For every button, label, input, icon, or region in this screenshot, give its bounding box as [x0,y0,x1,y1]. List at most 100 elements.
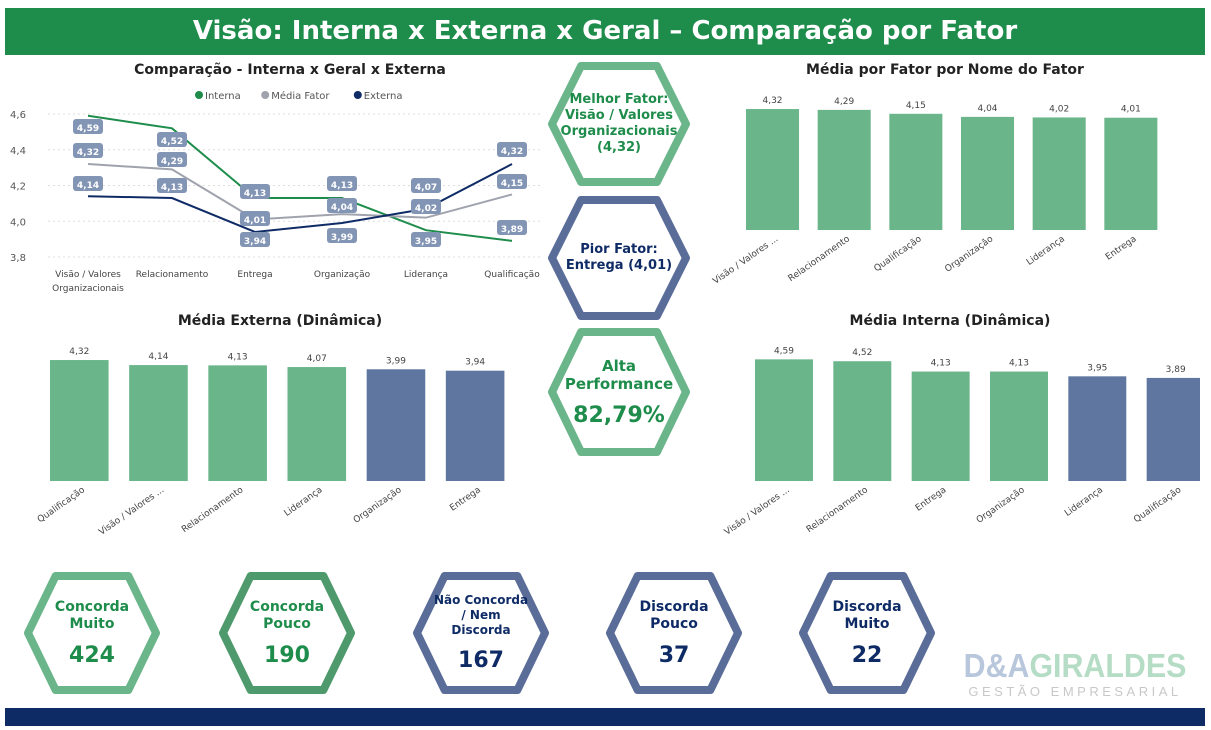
hexagon-label: Pouco [650,615,698,632]
y-tick-label: 4,4 [10,146,26,157]
bar [1032,117,1086,230]
hexagon-label: Discorda [639,598,709,615]
data-label: 4,52 [161,137,183,147]
x-tick-label: Qualificação [872,234,924,274]
bar-value-label: 4,13 [228,352,248,362]
x-tick-label: Entrega [1104,234,1139,262]
hexagon-label: Muito [844,615,890,632]
x-tick-label: Relacionamento [136,270,209,280]
hexagon-frame [799,572,935,694]
bar-value-label: 4,04 [977,104,997,114]
x-tick-label: Entrega [914,485,949,513]
x-tick-label: Organização [352,485,404,526]
hexagon-shape [548,62,690,186]
x-tick-label: Visão / Valores ... [723,485,792,537]
bar-value-label: 3,99 [386,356,406,366]
dashboard-title: Visão: Interna x Externa x Geral – Compa… [5,8,1205,55]
hexagon-frame [606,572,742,694]
data-label: 4,29 [161,157,183,167]
worst-factor-card: Pior Fator:Entrega (4,01) [546,194,692,322]
hexagon-value: 424 [69,642,115,668]
data-label-box [240,232,270,247]
data-label-box [327,228,357,243]
data-label: 3,94 [244,237,266,247]
x-tick-label: Relacionamento [805,485,871,535]
x-tick-label: Organizacionais [52,284,124,294]
data-label: 3,89 [501,225,523,235]
bar-value-label: 4,52 [852,348,872,358]
data-label-box [327,176,357,191]
y-tick-label: 4,2 [10,182,26,193]
bar-value-label: 4,07 [307,354,327,364]
bar-value-label: 4,13 [1009,359,1029,369]
bar [746,109,800,230]
x-tick-label: Liderança [1025,234,1067,268]
hexagon-label: (4,32) [597,140,641,155]
x-tick-label: Liderança [1063,485,1105,519]
hexagon-shape [799,572,935,694]
bar [1068,376,1127,481]
legend-marker [261,91,270,99]
bar-value-label: 3,89 [1166,365,1186,375]
x-tick-label: Qualificação [36,485,88,525]
hexagon-label: Discorda [832,598,902,615]
bar-value-label: 3,94 [465,358,485,368]
series-line-Média Fator [87,163,513,221]
bar [833,361,892,481]
bar-value-label: 4,29 [834,97,854,107]
hexagon-value: 82,79% [573,402,665,428]
data-label-box [157,132,187,147]
hexagon-shape [606,572,742,694]
bar-chart-interna-title: Média Interna (Dinâmica) [849,313,1051,329]
data-label: 4,07 [415,183,437,193]
x-tick-label: Visão / Valores ... [711,234,780,286]
hexagon-shape [548,196,690,320]
hexagon-label: Organizacionais [560,124,678,139]
bar-value-label: 4,01 [1121,105,1141,115]
hexagon-frame [24,572,160,694]
x-tick-label: Liderança [283,485,325,519]
x-tick-label: Qualificação [484,270,540,280]
series-line-Interna [87,114,513,242]
bar [287,367,347,481]
data-label: 4,32 [501,147,523,157]
hexagon-label: / Nem [461,608,501,622]
hexagon-value: 190 [264,642,310,668]
data-label: 4,59 [77,124,99,134]
hexagon-label: Entrega (4,01) [565,258,673,273]
bar-value-label: 4,02 [1049,104,1069,114]
data-label-box [411,178,441,193]
data-label-box [497,220,527,235]
line-chart-title: Comparação - Interna x Geral x Externa [134,62,446,78]
hexagon-shape [219,572,355,694]
bar-value-label: 4,14 [148,352,168,362]
hexagon-shape [548,328,690,456]
data-label-box [240,184,270,199]
bar-value-label: 3,95 [1087,363,1107,373]
footer-bar [5,708,1205,726]
data-label: 4,32 [77,148,99,158]
bar [1104,117,1158,230]
bar [889,113,943,230]
x-tick-label: Visão / Valores [55,270,121,280]
data-label: 4,13 [244,189,266,199]
logo-brand-1: D&A [963,647,1030,684]
data-label-box [73,176,103,191]
bar [1146,377,1200,481]
bar [129,365,188,481]
hexagon-label: Alta [601,356,637,375]
data-label-box [157,152,187,167]
data-label-box [240,211,270,226]
bar [961,116,1015,230]
bar [366,369,426,481]
bar-chart-externa-title: Média Externa (Dinâmica) [177,313,383,329]
x-tick-label: Relacionamento [787,234,853,284]
data-label: 4,02 [415,204,437,214]
x-tick-label: Organização [975,485,1027,526]
data-label-box [73,143,103,158]
